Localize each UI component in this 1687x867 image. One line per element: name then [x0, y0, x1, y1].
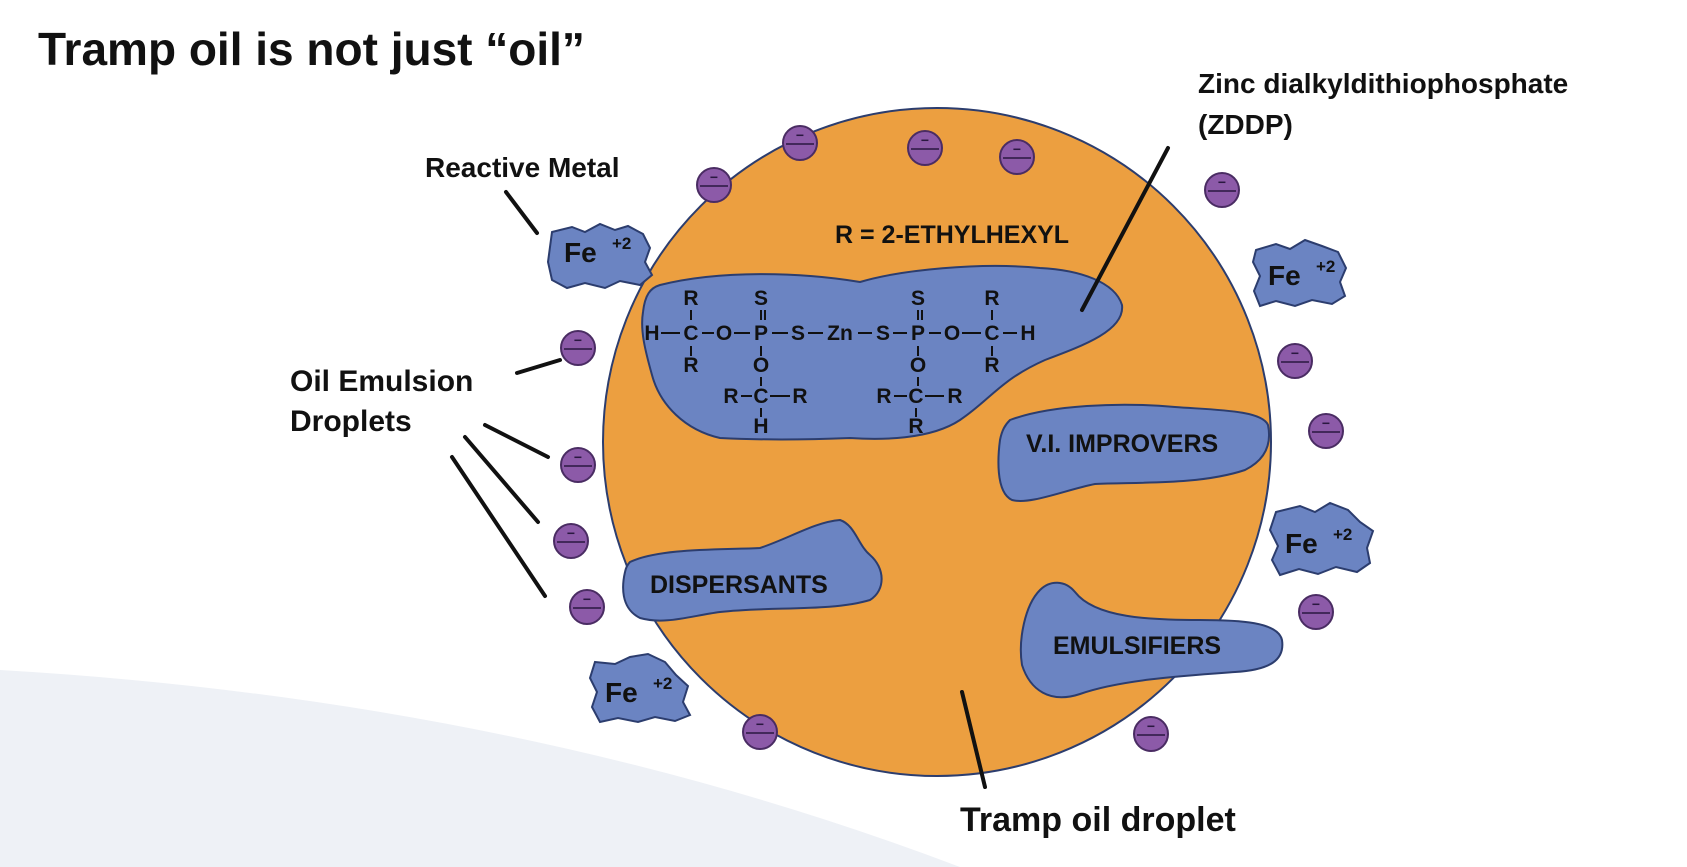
formula-atom: O: [753, 354, 769, 377]
emulsion-label-line1: Oil Emulsion: [290, 365, 473, 398]
emulsion-droplet: −: [1298, 594, 1334, 630]
iron-symbol: Fe: [1285, 528, 1318, 559]
emulsion-droplet: −: [560, 330, 596, 366]
formula-atom: P: [754, 322, 768, 345]
formula-atom: R: [683, 287, 698, 310]
formula-atom: R: [792, 385, 807, 408]
droplet-charge: −: [1013, 141, 1021, 157]
emulsion-droplet: −: [1277, 343, 1313, 379]
formula-atom: S: [911, 287, 925, 310]
emulsion-droplet: −: [560, 447, 596, 483]
droplet-charge: −: [1218, 174, 1226, 190]
background-wedge: [0, 670, 960, 867]
emulsion-droplet: −: [999, 139, 1035, 175]
formula-atom: C: [984, 322, 999, 345]
droplet-charge: −: [756, 716, 764, 732]
formula-atom: R: [908, 415, 923, 438]
emulsion-droplet: −: [1308, 413, 1344, 449]
callout-lines: [450, 146, 1170, 789]
iron-charge: +2: [612, 234, 631, 253]
emulsion-droplet: −: [1204, 172, 1240, 208]
zddp-blob: [641, 264, 1124, 441]
droplet-charge: −: [1147, 718, 1155, 734]
emulsion-callout-line: [450, 455, 547, 598]
formula-atom: Zn: [827, 322, 853, 345]
reactive-metal-label: Reactive Metal: [425, 152, 620, 183]
iron-ion: Fe +2: [1268, 501, 1375, 577]
formula-atom: C: [908, 385, 923, 408]
droplet-charge: −: [574, 449, 582, 465]
tramp-oil-callout-line: [960, 690, 987, 789]
formula-atom: R: [876, 385, 891, 408]
formula-atom: C: [753, 385, 768, 408]
emulsion-droplet: −: [907, 130, 943, 166]
tramp-oil-droplet-label: Tramp oil droplet: [960, 801, 1236, 839]
emulsion-callout-line: [483, 423, 550, 459]
emulsion-droplet: −: [742, 714, 778, 750]
droplet-charge: −: [1322, 415, 1330, 431]
emulsifiers-blob: [1019, 581, 1284, 699]
zddp-callout-line: [1080, 146, 1170, 312]
formula-atom: O: [944, 322, 960, 345]
droplet-charge: −: [710, 169, 718, 185]
iron-ion: Fe +2: [1251, 238, 1348, 308]
r-group-label: R = 2-ETHYLHEXYL: [835, 221, 1069, 249]
formula-atom: R: [683, 354, 698, 377]
emulsion-callout-line: [463, 435, 540, 524]
formula-atom: H: [1020, 322, 1035, 345]
page-title: Tramp oil is not just “oil”: [38, 23, 585, 75]
formula-atom: R: [723, 385, 738, 408]
iron-symbol: Fe: [564, 237, 597, 268]
droplet-charge: −: [1291, 345, 1299, 361]
droplet-charge: −: [921, 132, 929, 148]
droplet-charge: −: [583, 591, 591, 607]
dispersants-blob: [622, 518, 883, 622]
dispersants-label: DISPERSANTS: [650, 571, 828, 599]
iron-charge: +2: [1333, 525, 1352, 544]
droplet-charge: −: [796, 127, 804, 143]
formula-atom: H: [644, 322, 659, 345]
iron-symbol: Fe: [1268, 260, 1301, 291]
reactive-metal-callout-line: [504, 190, 539, 235]
vi-improvers-blob: [997, 403, 1270, 502]
droplet-charge: −: [567, 525, 575, 541]
formula-atom: H: [753, 415, 768, 438]
formula-atom: S: [876, 322, 890, 345]
emulsion-droplet: −: [569, 589, 605, 625]
formula-atom: R: [984, 354, 999, 377]
iron-charge: +2: [653, 674, 672, 693]
emulsion-droplet: −: [1133, 716, 1169, 752]
iron-ion: Fe +2: [588, 652, 692, 724]
formula-atom: S: [791, 322, 805, 345]
droplet-charge: −: [574, 332, 582, 348]
emulsion-label-line2: Droplets: [290, 405, 412, 438]
droplet-charge: −: [1312, 596, 1320, 612]
emulsion-droplets: − − − − − − − − − − − − − −: [553, 125, 1344, 752]
emulsion-droplet: −: [782, 125, 818, 161]
formula-atom: O: [716, 322, 732, 345]
iron-symbol: Fe: [605, 677, 638, 708]
zddp-label-line2: (ZDDP): [1198, 109, 1293, 140]
formula-atom: R: [984, 287, 999, 310]
emulsion-droplet: −: [696, 167, 732, 203]
formula-atom: S: [754, 287, 768, 310]
formula-atom: R: [947, 385, 962, 408]
iron-ion: Fe +2: [546, 222, 654, 290]
iron-charge: +2: [1316, 257, 1335, 276]
zddp-label-line1: Zinc dialkyldithiophosphate: [1198, 68, 1568, 99]
formula-atom: O: [910, 354, 926, 377]
vi-improvers-label: V.I. IMPROVERS: [1026, 430, 1218, 458]
emulsion-callout-line: [515, 358, 562, 375]
emulsion-droplet: −: [553, 523, 589, 559]
formula-atom: P: [911, 322, 925, 345]
formula-atom: C: [683, 322, 698, 345]
emulsifiers-label: EMULSIFIERS: [1053, 632, 1221, 660]
